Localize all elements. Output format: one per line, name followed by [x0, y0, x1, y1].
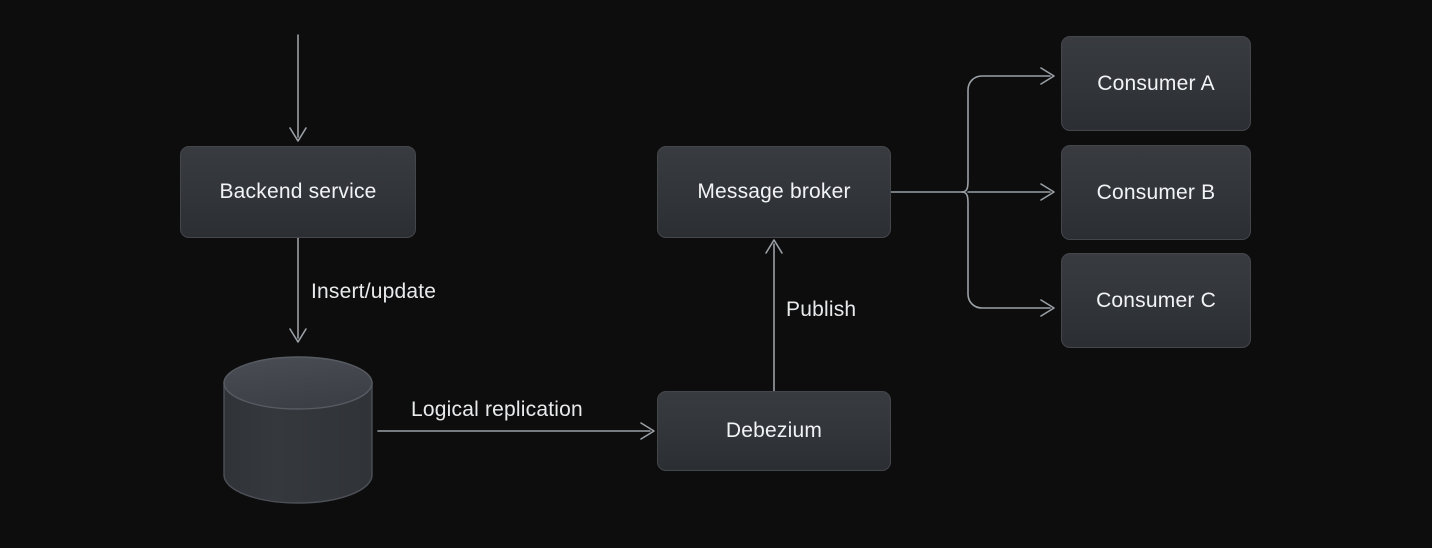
node-message-broker[interactable]: Message broker [657, 146, 891, 238]
node-backend-service[interactable]: Backend service [180, 146, 416, 238]
node-debezium[interactable]: Debezium [657, 391, 891, 471]
edge-debezium-to-broker [765, 239, 783, 393]
edge-label-insert-update: Insert/update [311, 280, 437, 303]
edge-label-publish: Publish [786, 298, 857, 321]
edge-broker-fanout [890, 67, 1055, 317]
node-backend-service-label: Backend service [219, 180, 377, 203]
node-message-broker-label: Message broker [697, 180, 851, 203]
cylinder-top [223, 356, 373, 410]
cylinder-body [223, 382, 373, 504]
node-consumer-c[interactable]: Consumer C [1061, 253, 1251, 348]
edge-inbound-to-backend [289, 34, 307, 142]
node-consumer-b-label: Consumer B [1096, 180, 1216, 204]
node-consumer-a-label: Consumer A [1097, 71, 1215, 95]
edge-database-to-debezium [377, 422, 655, 440]
node-debezium-label: Debezium [725, 419, 823, 442]
node-consumer-b[interactable]: Consumer B [1061, 145, 1251, 240]
edge-label-logical-replication: Logical replication [411, 398, 583, 421]
node-consumer-a[interactable]: Consumer A [1061, 36, 1251, 131]
node-consumer-c-label: Consumer C [1096, 288, 1216, 312]
edge-backend-to-database [289, 237, 307, 343]
